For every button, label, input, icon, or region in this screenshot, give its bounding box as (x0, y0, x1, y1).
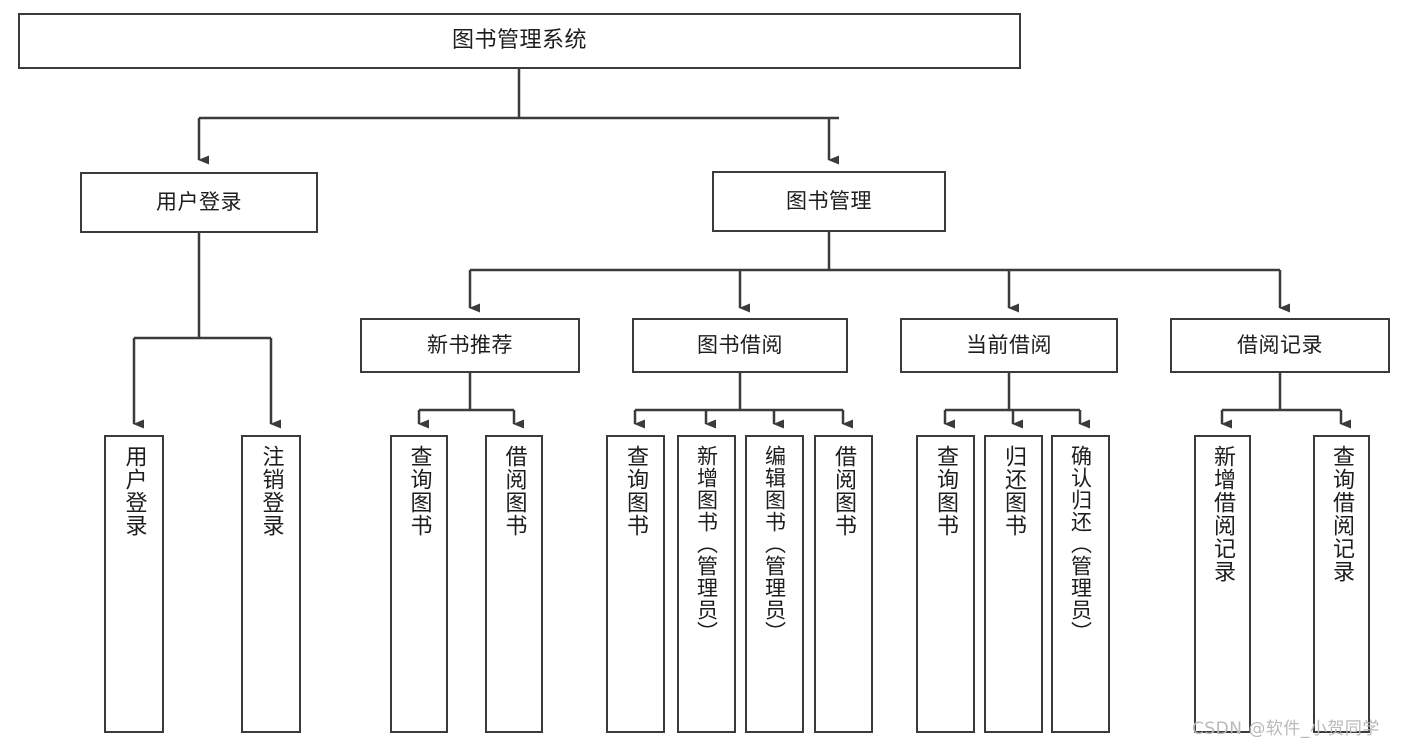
node-leaf-add-record[interactable]: 新增借阅记录 (1194, 435, 1251, 733)
node-user-login-label: 用户登录 (156, 190, 242, 215)
node-leaf-confirm-return-label: 确认归还（管理员） (1068, 445, 1093, 643)
node-book-borrow[interactable]: 图书借阅 (632, 318, 848, 373)
node-leaf-add-book[interactable]: 新增图书（管理员） (677, 435, 736, 733)
node-leaf-query-book-3[interactable]: 查询图书 (916, 435, 975, 733)
node-leaf-query-book-2[interactable]: 查询图书 (606, 435, 665, 733)
node-leaf-user-login[interactable]: 用户登录 (104, 435, 164, 733)
node-book-borrow-label: 图书借阅 (697, 333, 783, 358)
node-book-manage-label: 图书管理 (786, 189, 872, 214)
node-leaf-add-record-label: 新增借阅记录 (1210, 445, 1236, 583)
node-root-label: 图书管理系统 (451, 28, 587, 54)
node-current-borrow[interactable]: 当前借阅 (900, 318, 1118, 373)
node-leaf-user-logout-label: 注销登录 (258, 445, 284, 537)
node-leaf-add-book-label: 新增图书（管理员） (694, 445, 719, 643)
node-leaf-query-record[interactable]: 查询借阅记录 (1313, 435, 1370, 733)
node-leaf-borrow-book-2-label: 借阅图书 (831, 445, 857, 537)
node-leaf-borrow-book-1[interactable]: 借阅图书 (485, 435, 543, 733)
node-leaf-confirm-return[interactable]: 确认归还（管理员） (1051, 435, 1110, 733)
node-leaf-edit-book-label: 编辑图书（管理员） (762, 445, 787, 643)
node-leaf-borrow-book-2[interactable]: 借阅图书 (814, 435, 873, 733)
watermark: CSDN @软件_小贺同学 (1192, 719, 1380, 739)
node-current-borrow-label: 当前借阅 (966, 333, 1052, 358)
node-user-login[interactable]: 用户登录 (80, 172, 318, 233)
node-book-manage[interactable]: 图书管理 (712, 171, 946, 232)
node-leaf-user-login-label: 用户登录 (121, 445, 147, 537)
node-leaf-query-book-1-label: 查询图书 (406, 445, 432, 537)
node-leaf-query-book-2-label: 查询图书 (623, 445, 649, 537)
node-leaf-query-book-3-label: 查询图书 (933, 445, 959, 537)
node-leaf-edit-book[interactable]: 编辑图书（管理员） (745, 435, 804, 733)
node-leaf-query-record-label: 查询借阅记录 (1329, 445, 1355, 583)
node-borrow-record-label: 借阅记录 (1237, 333, 1323, 358)
node-root[interactable]: 图书管理系统 (18, 13, 1021, 69)
node-leaf-return-book-label: 归还图书 (1001, 445, 1027, 537)
node-leaf-query-book-1[interactable]: 查询图书 (390, 435, 448, 733)
node-leaf-user-logout[interactable]: 注销登录 (241, 435, 301, 733)
node-borrow-record[interactable]: 借阅记录 (1170, 318, 1390, 373)
node-new-book-recommend[interactable]: 新书推荐 (360, 318, 580, 373)
node-new-book-recommend-label: 新书推荐 (427, 333, 513, 358)
node-leaf-return-book[interactable]: 归还图书 (984, 435, 1043, 733)
node-leaf-borrow-book-1-label: 借阅图书 (501, 445, 527, 537)
